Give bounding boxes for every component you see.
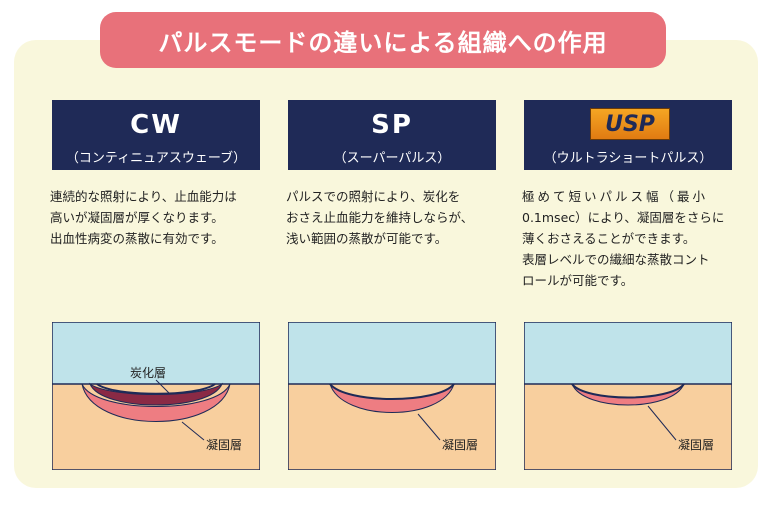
description-line: 薄くおさえることができます。: [522, 231, 696, 246]
carbon-label: 炭化層: [130, 366, 166, 380]
header-subtitle: （スーパーパルス）: [333, 151, 451, 166]
description-line: 高いが凝固層が厚くなります。: [50, 210, 224, 225]
header-cw: CW （コンティニュアスウェーブ）: [52, 100, 260, 170]
header-title: SP: [371, 110, 413, 140]
header-subtitle: （ウルトラショートパルス）: [543, 151, 713, 166]
description-usp: 極めて短いパルス幅（最小 0.1msec）により、凝固層をさらに 薄くおさえるこ…: [522, 186, 736, 291]
tissue-diagram-usp: 凝固層: [524, 322, 732, 470]
description-line: 連続的な照射により、止血能力は: [50, 189, 237, 204]
description-line: 0.1msec）により、凝固層をさらに: [522, 210, 725, 225]
description-line: 表層レベルでの繊細な蒸散コント: [522, 252, 710, 267]
page-title: パルスモードの違いによる組織への作用: [100, 12, 666, 68]
header-sp: SP （スーパーパルス）: [288, 100, 496, 170]
column-usp: USP （ウルトラショートパルス） 極めて短いパルス幅（最小 0.1msec）に…: [522, 100, 732, 470]
tissue-diagram-sp: 凝固層: [288, 322, 496, 470]
header-subtitle: （コンティニュアスウェーブ）: [65, 151, 247, 166]
description-line: 極めて短いパルス幅（最小: [522, 189, 709, 204]
header-usp: USP （ウルトラショートパルス）: [524, 100, 732, 170]
carbon-leader-line: [155, 379, 171, 395]
coag-leader-line: [647, 405, 677, 441]
header-title: CW: [130, 110, 182, 140]
upper-layer: [288, 322, 496, 384]
crater-line: [329, 383, 455, 400]
description-cw: 連続的な照射により、止血能力は 高いが凝固層が厚くなります。 出血性病変の蒸散に…: [50, 186, 264, 249]
description-line: 出血性病変の蒸散に有効です。: [50, 231, 224, 246]
description-line: 浅い範囲の蒸散が可能です。: [286, 231, 448, 246]
column-cw: CW （コンティニュアスウェーブ） 連続的な照射により、止血能力は 高いが凝固層…: [50, 100, 260, 470]
description-line: パルスでの照射により、炭化を: [286, 189, 461, 204]
coag-leader-line: [181, 421, 205, 441]
coag-label: 凝固層: [678, 437, 714, 452]
coagulation-layer: [81, 383, 231, 422]
column-sp: SP （スーパーパルス） パルスでの照射により、炭化を おさえ止血能力を維持しな…: [286, 100, 496, 470]
crater-line: [571, 383, 685, 399]
description-line: おさえ止血能力を維持しならが、: [286, 210, 474, 225]
crater-line: [96, 383, 216, 395]
coag-label: 凝固層: [206, 437, 242, 452]
upper-layer: [524, 322, 732, 384]
description-line: ロールが可能です。: [522, 273, 634, 288]
usp-logo: USP: [590, 108, 670, 140]
description-sp: パルスでの照射により、炭化を おさえ止血能力を維持しならが、 浅い範囲の蒸散が可…: [286, 186, 500, 249]
coag-leader-line: [417, 413, 441, 441]
tissue-diagram-cw: 炭化層 凝固層: [52, 322, 260, 470]
upper-layer: [52, 322, 260, 384]
coag-label: 凝固層: [442, 437, 478, 452]
